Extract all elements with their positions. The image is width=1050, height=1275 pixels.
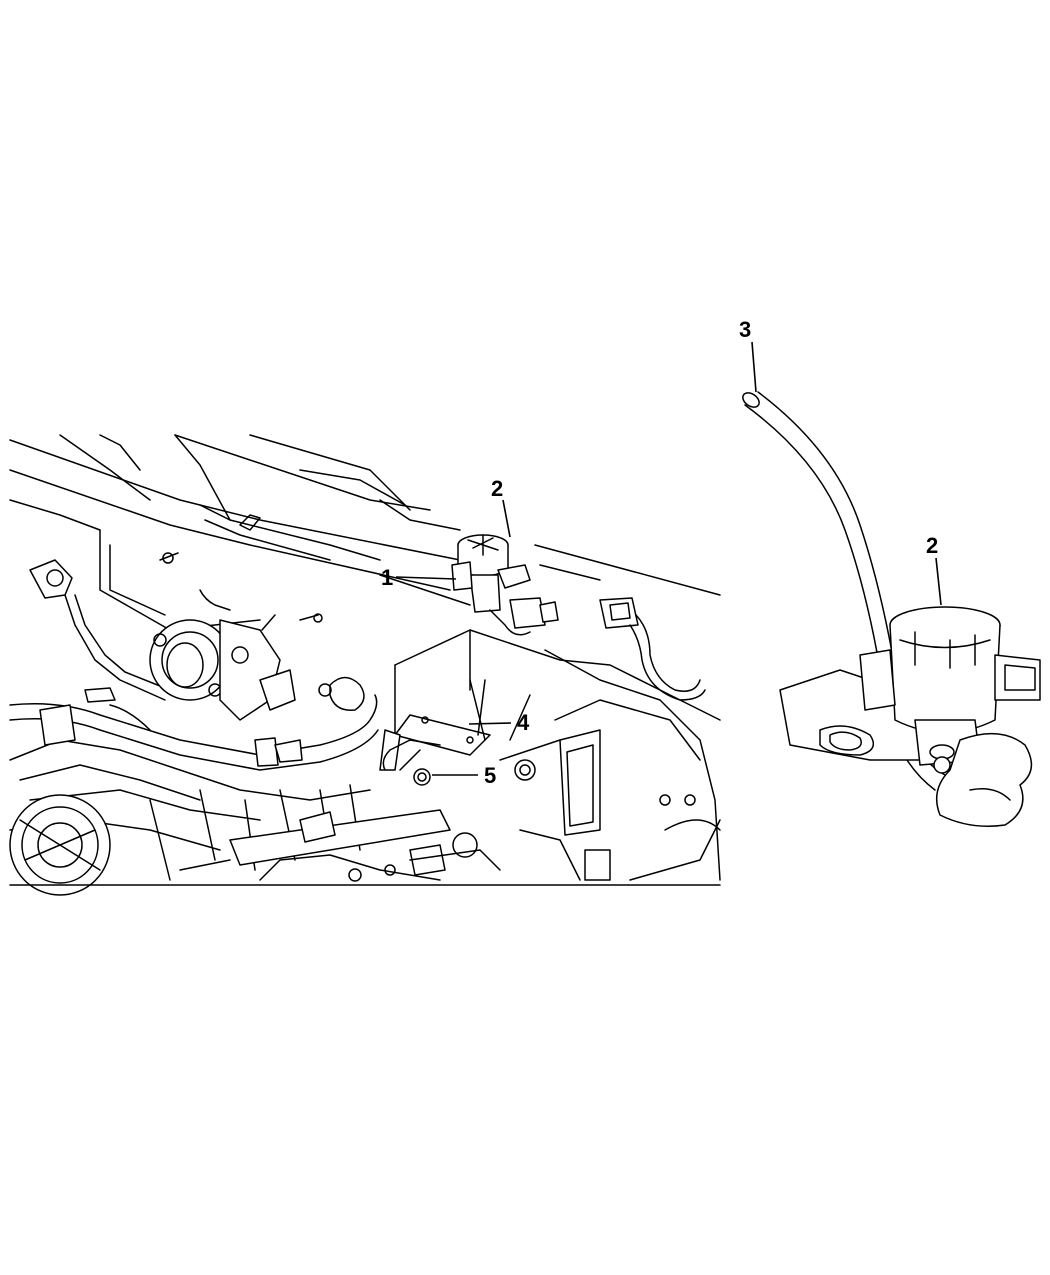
callout-1: 1 (381, 565, 457, 590)
callout-5: 5 (432, 763, 496, 788)
engine-bay-view (9, 434, 721, 896)
callout-2-detail: 2 (926, 533, 942, 606)
callout-4: 4 (468, 710, 530, 735)
callout-3: 3 (739, 317, 757, 393)
purge-valve-detail-view (742, 391, 1041, 827)
callout-5-label: 5 (484, 763, 496, 788)
callout-4-label: 4 (517, 710, 530, 735)
callout-3-label: 3 (739, 317, 751, 342)
callout-2-upper-label: 2 (491, 476, 503, 501)
callout-2-upper: 2 (491, 476, 511, 538)
callout-2-detail-label: 2 (926, 533, 938, 558)
callout-1-label: 1 (381, 565, 393, 590)
